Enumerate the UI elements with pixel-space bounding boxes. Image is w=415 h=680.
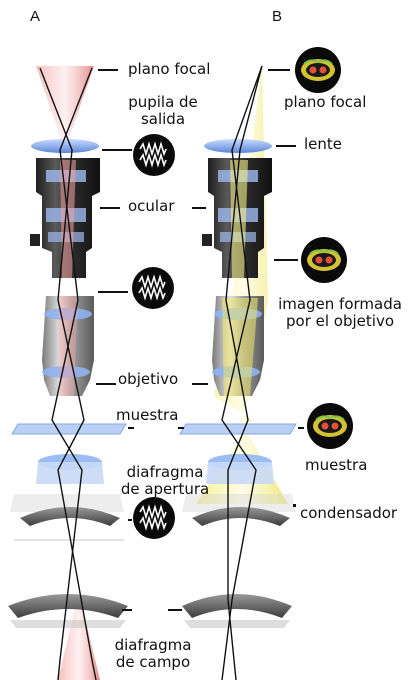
field-ring-b (182, 594, 292, 618)
label-diafragma-ap-line-1: diafragma (110, 464, 220, 481)
slide-b (180, 424, 296, 434)
eyepiece-top-lens-b (204, 139, 272, 153)
eyepiece-top-lens-a (31, 139, 99, 153)
slide-a (12, 424, 126, 434)
condenser-leader-dot (293, 504, 296, 507)
label-diafragma-ap-line-2: de apertura (110, 481, 220, 498)
specimen-image-icon (307, 403, 353, 449)
ocular-side-knob-b (202, 234, 212, 246)
label-muestra-b: muestra (305, 457, 367, 474)
label-imagen-line-2: por el objetivo (270, 313, 410, 330)
wave-circle-icon (133, 134, 175, 176)
label-plano-focal-a: plano focal (128, 61, 210, 78)
label-pupila-line-2: salida (108, 111, 218, 128)
label-diafragma-campo: diafragma de campo (98, 637, 208, 671)
condenser-body-a (36, 462, 104, 484)
label-pupila-de-salida: pupila de salida (108, 94, 218, 128)
leader-lines (96, 70, 304, 610)
wave-circle-icon (132, 267, 174, 309)
panel-label-a: A (30, 8, 40, 25)
label-plano-focal-b: plano focal (284, 94, 366, 111)
label-condensador: condensador (300, 505, 397, 522)
label-pupila-line-1: pupila de (108, 94, 218, 111)
column-b-microscope (180, 66, 296, 680)
beam-b (196, 66, 288, 504)
label-imagen-formada: imagen formada por el objetivo (270, 296, 410, 330)
specimen-image-icon (295, 47, 341, 93)
label-diafragma-apertura: diafragma de apertura (110, 464, 220, 498)
label-muestra-a: muestra (116, 407, 178, 424)
label-ocular: ocular (128, 198, 174, 215)
panel-label-b: B (272, 8, 282, 25)
specimen-image-icon (301, 237, 347, 283)
label-diafragma-campo-line-2: de campo (98, 654, 208, 671)
field-ring-a (8, 594, 128, 618)
label-imagen-line-1: imagen formada (270, 296, 410, 313)
label-lente: lente (304, 136, 342, 153)
column-a-microscope (8, 66, 128, 680)
label-diafragma-campo-line-1: diafragma (98, 637, 208, 654)
label-objetivo: objetivo (118, 371, 178, 388)
wave-circle-icon (133, 497, 175, 539)
ocular-side-knob-a (30, 234, 40, 246)
